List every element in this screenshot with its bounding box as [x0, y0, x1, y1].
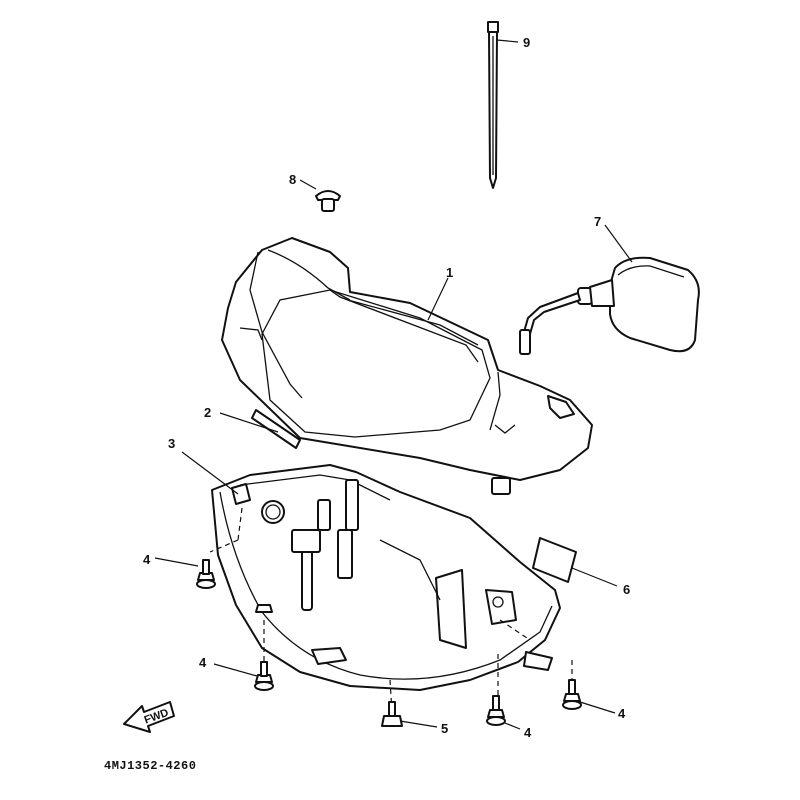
callout-1: 1 [446, 265, 453, 280]
callout-4: 4 [199, 655, 207, 670]
callout-9: 9 [523, 35, 530, 50]
screw-part [254, 661, 274, 691]
callout-4: 4 [524, 725, 532, 740]
screw-part [196, 559, 216, 589]
part-code: 4MJ1352-4260 [104, 759, 197, 773]
label-pad-part [532, 537, 577, 583]
leader-lines [154, 39, 633, 730]
trim-strip-part [251, 409, 301, 449]
cable-tie-part [487, 21, 499, 189]
bolt-part [381, 701, 403, 727]
callout-3: 3 [168, 436, 175, 451]
callout-2: 2 [204, 405, 211, 420]
grommet-part [315, 190, 341, 212]
callout-labels: 1 2 3 4 4 5 4 4 6 7 8 9 [143, 35, 630, 740]
screw-part [486, 695, 506, 726]
callout-4: 4 [143, 552, 151, 567]
fwd-arrow-icon: FWD [123, 701, 175, 733]
callout-4: 4 [618, 706, 626, 721]
screw-part [562, 679, 582, 710]
callout-7: 7 [594, 214, 601, 229]
mirror-part [519, 256, 700, 355]
handlebar-cover-part [221, 237, 593, 495]
callout-8: 8 [289, 172, 296, 187]
callout-6: 6 [623, 582, 630, 597]
callout-5: 5 [441, 721, 448, 736]
lower-cover-part [211, 464, 561, 691]
assembly-guides [209, 507, 573, 713]
nut-part [255, 604, 273, 613]
